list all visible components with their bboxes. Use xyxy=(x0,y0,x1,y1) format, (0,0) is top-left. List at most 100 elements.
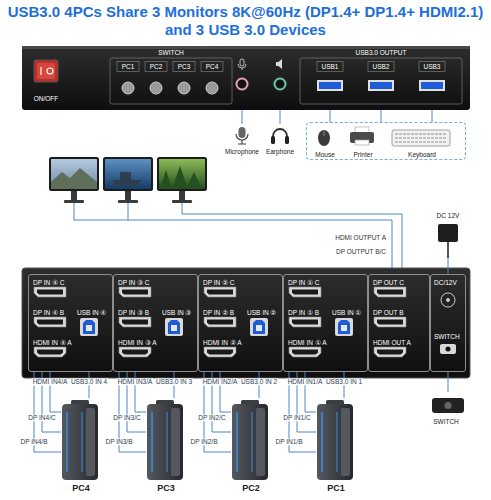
keyboard-keys xyxy=(395,134,447,142)
computer: PC1 xyxy=(316,398,356,498)
microphone: Microphone xyxy=(221,124,263,158)
node-text: Mouse xyxy=(315,151,335,158)
usb-a-port xyxy=(419,80,445,91)
select-button xyxy=(122,82,134,94)
switch-group-outline xyxy=(110,58,232,104)
computer: PC4 xyxy=(61,398,101,498)
usb-cable xyxy=(432,110,433,122)
pc-tower xyxy=(317,400,353,480)
monitor-screen xyxy=(104,158,152,190)
pc-input-ports: DP IN ③ CDP IN ③ BHDMI IN ③ AUSB IN ③ xyxy=(113,274,198,372)
label-frame xyxy=(419,62,445,72)
cable xyxy=(242,110,243,124)
node-text: Earphone xyxy=(266,148,294,155)
dp-port xyxy=(204,287,236,297)
node-text: Microphone xyxy=(225,148,259,155)
dp-port xyxy=(289,317,321,327)
button-label: PC2 xyxy=(150,63,163,70)
port-label: USB3 xyxy=(424,63,441,70)
node-text: HDMI IN ③ A xyxy=(118,339,157,346)
cable-label: HDMI IN4/A xyxy=(32,378,69,385)
node-text: PC3 xyxy=(157,484,175,494)
monitor-base xyxy=(172,200,192,203)
screen-image xyxy=(112,172,142,186)
power-adapter: DC 12V xyxy=(428,212,468,258)
dp-port xyxy=(289,287,321,297)
dp-port xyxy=(204,317,236,327)
label-frame xyxy=(173,62,195,72)
hdmi-port xyxy=(34,347,66,357)
monitor-base xyxy=(118,200,138,203)
headphone-cup xyxy=(285,136,289,144)
usb-a-insert xyxy=(421,82,443,89)
usb-a-insert xyxy=(319,82,341,89)
node-text: USB IN ① xyxy=(332,309,361,316)
hdmi-port xyxy=(204,347,236,357)
screen-image xyxy=(160,166,202,189)
usb-cable xyxy=(330,110,331,122)
cable-label: HDMI IN2/A xyxy=(202,378,239,385)
label-frame xyxy=(145,62,167,72)
node-text: USB IN ④ xyxy=(77,309,106,316)
cable xyxy=(381,110,382,122)
headphone-cup xyxy=(271,136,275,144)
node-text: HDMI IN ① A xyxy=(288,339,327,346)
dp-port xyxy=(374,287,406,297)
node-text: DP OUT B xyxy=(373,309,403,316)
dp-port xyxy=(34,317,66,327)
headphone-icon xyxy=(273,129,287,139)
switch-caption: ON/OFF xyxy=(34,95,59,102)
power-adapter-icon xyxy=(438,224,458,242)
button-label: PC3 xyxy=(178,63,191,70)
usb-group-outline xyxy=(300,58,462,104)
power-rocker xyxy=(34,60,58,82)
node-text: PC2 xyxy=(242,484,260,494)
cable-label: HDMI IN3/A xyxy=(117,378,154,385)
cable xyxy=(448,258,449,274)
node-text: DC 12V xyxy=(437,212,460,219)
node-text: DP IN ① B xyxy=(288,309,319,316)
computer: PC3 xyxy=(146,398,186,498)
label-frame xyxy=(201,62,223,72)
front-panel-body xyxy=(22,46,470,110)
hdmi-port xyxy=(119,347,151,357)
port-label: USB2 xyxy=(373,63,390,70)
cable-label: DP IN3/B xyxy=(105,438,134,445)
select-button xyxy=(150,82,162,94)
hdmi-output-cable xyxy=(182,203,402,274)
power-rocker-face xyxy=(37,63,55,79)
label-frame xyxy=(317,62,343,72)
switch-port xyxy=(440,344,456,354)
node-text: PC1 xyxy=(327,484,345,494)
node-text: Keyboard xyxy=(408,151,436,158)
page-title: USB3.0 4PCs Share 3 Monitors 8K@60Hz (DP… xyxy=(5,3,486,39)
dp-port xyxy=(374,317,406,327)
cable-label: HDMI OUTPUT A xyxy=(335,234,386,241)
monitor-base xyxy=(64,200,84,203)
mouse-icon xyxy=(318,130,330,146)
remote-button xyxy=(445,402,452,409)
node-text: DP IN ② B xyxy=(203,309,234,316)
cable-label: HDMI IN1/A xyxy=(287,378,324,385)
remote-switch: SWITCH xyxy=(426,392,466,432)
power-cord xyxy=(447,242,449,258)
cable-label: DP IN3/C xyxy=(112,414,141,421)
pc-input-ports: DP IN ④ CDP IN ④ BHDMI IN ④ AUSB IN ④ xyxy=(28,274,113,372)
microphone-icon xyxy=(236,134,248,144)
usb-b-port xyxy=(165,318,183,336)
computer: PC2 xyxy=(231,398,271,498)
pc-tower xyxy=(147,400,183,480)
power-ports: DC/12VSWITCH xyxy=(430,274,466,372)
node-text: DP IN ④ C xyxy=(33,279,65,286)
cable-label: DP IN1/B xyxy=(275,438,304,445)
usb-b-port xyxy=(250,318,268,336)
node-text: PC4 xyxy=(72,484,90,494)
monitor-stand xyxy=(125,191,131,200)
button-label: PC4 xyxy=(206,63,219,70)
usb-a-port xyxy=(317,80,343,91)
label-frame xyxy=(368,62,394,72)
node-text: DP IN ③ C xyxy=(118,279,150,286)
keyboard-icon xyxy=(392,130,450,146)
